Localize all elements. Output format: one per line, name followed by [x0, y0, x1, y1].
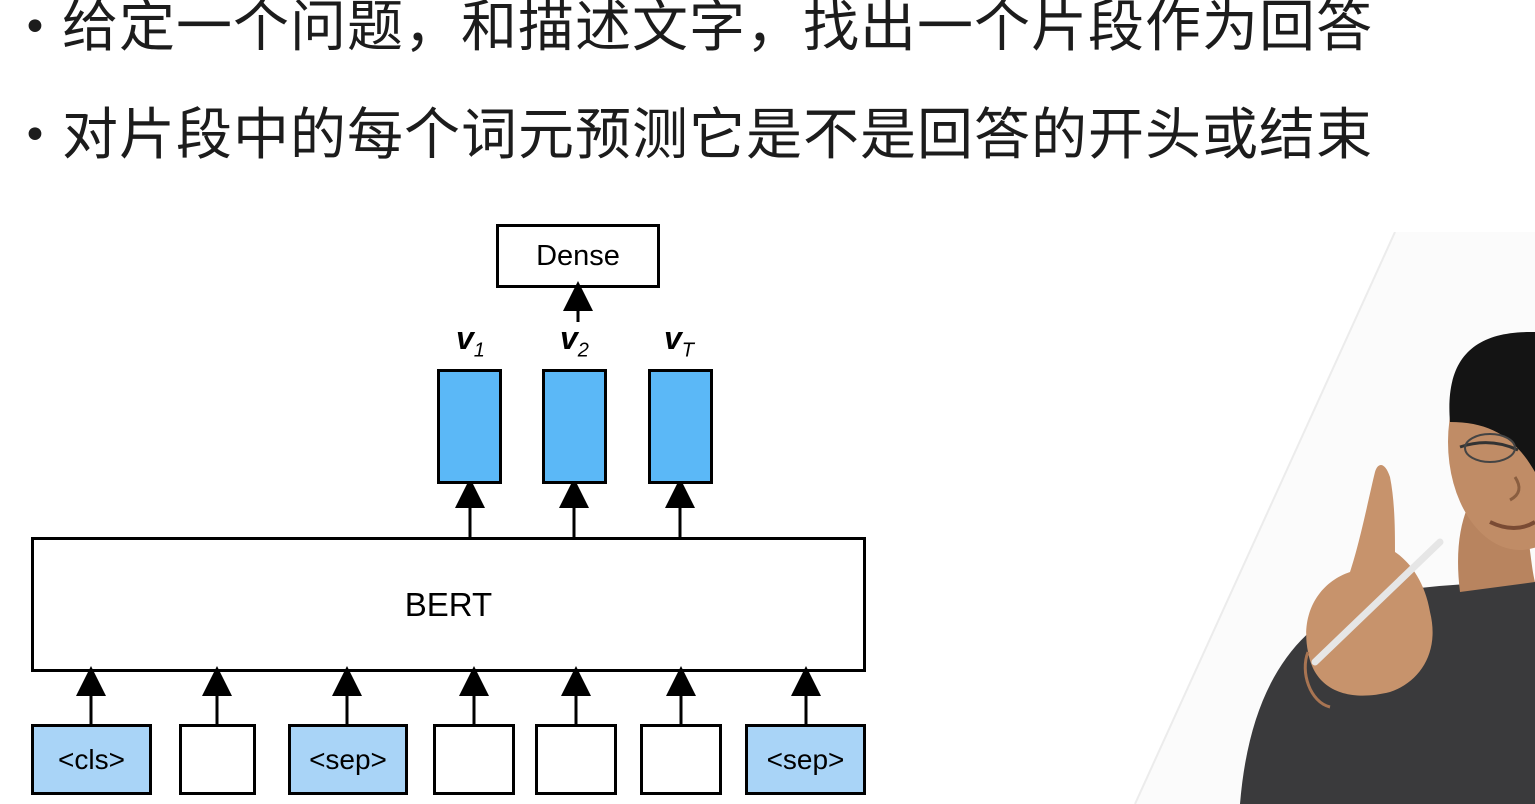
token-box — [433, 724, 515, 795]
bert-encoder-box: BERT — [31, 537, 866, 672]
bullet-text: 对片段中的每个词元预测它是不是回答的开头或结束 — [62, 103, 1373, 168]
output-label-v2: v2 — [560, 320, 589, 362]
output-label-v1: v1 — [456, 320, 485, 362]
bullet-marker: • — [22, 110, 49, 161]
output-vector-v1 — [437, 369, 502, 484]
dense-layer-box: Dense — [496, 224, 660, 288]
output-label-vT: vT — [664, 320, 695, 362]
bullet-item-2: •对片段中的每个词元预测它是不是回答的开头或结束 — [22, 108, 1373, 164]
token-cls: <cls> — [31, 724, 152, 795]
token-sep: <sep> — [745, 724, 866, 795]
presenter-video-figure — [1134, 232, 1535, 804]
token-box — [535, 724, 617, 795]
bullet-marker: • — [22, 2, 49, 53]
bullet-item-1: •给定一个问题，和描述文字，找出一个片段作为回答 — [22, 0, 1373, 56]
token-box — [179, 724, 256, 795]
token-box — [640, 724, 722, 795]
token-sep: <sep> — [288, 724, 408, 795]
output-vector-v2 — [542, 369, 607, 484]
bullet-text: 给定一个问题，和描述文字，找出一个片段作为回答 — [62, 0, 1373, 60]
output-vector-vT — [648, 369, 713, 484]
